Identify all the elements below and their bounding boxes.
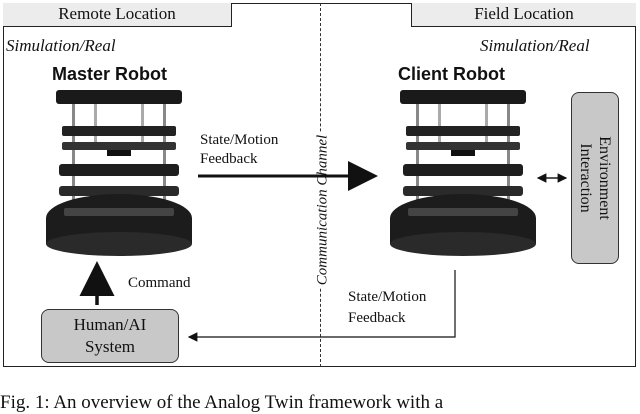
human-ai-system-box: Human/AI System xyxy=(41,309,179,363)
figure-caption: Fig. 1: An overview of the Analog Twin f… xyxy=(0,392,444,413)
right-mode-label: Simulation/Real xyxy=(480,36,590,55)
client-robot-image xyxy=(390,90,536,256)
feedback-bottom-line1: State/Motion xyxy=(348,289,427,305)
left-mode-label: Simulation/Real xyxy=(6,36,116,55)
feedback-top-line2: Feedback xyxy=(200,151,258,167)
master-robot-title: Master Robot xyxy=(52,64,168,84)
feedback-top-line1: State/Motion xyxy=(200,132,279,148)
client-robot-title: Client Robot xyxy=(398,64,505,84)
field-location-header: Field Location xyxy=(411,3,636,27)
feedback-bottom-line2: Feedback xyxy=(348,310,406,326)
master-robot-image xyxy=(46,90,192,256)
command-label: Command xyxy=(128,275,191,291)
diagram-frame xyxy=(3,3,636,367)
feedback-return-arrow xyxy=(187,270,456,342)
arrows-layer xyxy=(79,161,568,342)
human-ai-line2: System xyxy=(84,337,136,356)
remote-location-header: Remote Location xyxy=(3,3,232,27)
human-ai-line1: Human/AI xyxy=(73,315,147,334)
